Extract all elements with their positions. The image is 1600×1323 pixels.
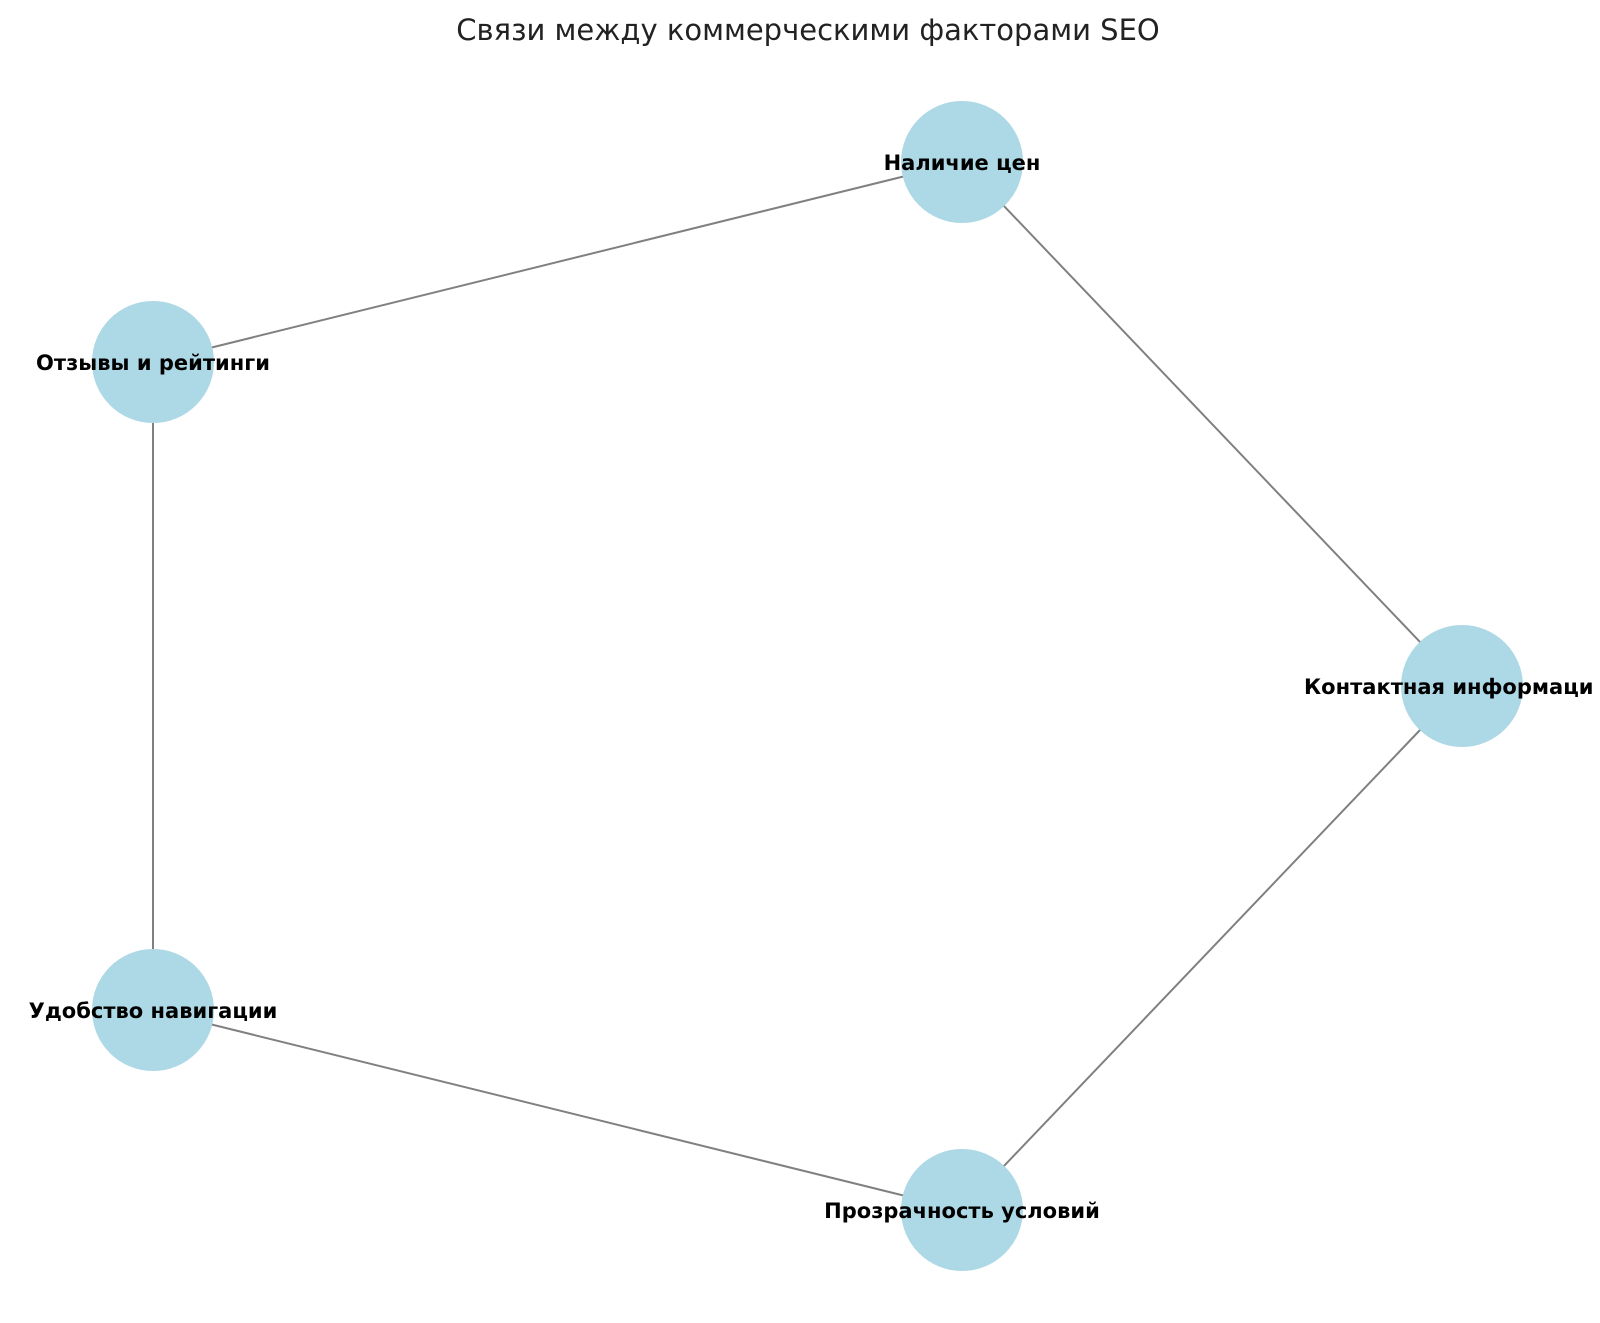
node-reviews (92, 301, 214, 423)
node-navigation (92, 949, 214, 1071)
node-contacts (1401, 625, 1523, 747)
node-label-navigation: Удобство навигации (29, 999, 278, 1023)
edge-prices-reviews (152, 161, 963, 363)
node-label-prices: Наличие цен (884, 151, 1041, 175)
node-prices (901, 101, 1023, 223)
labels-layer: Наличие цен Отзывы и рейтинги Контактная… (29, 151, 1594, 1223)
node-label-contacts: Контактная информаци (1304, 675, 1593, 699)
node-terms (901, 1149, 1023, 1271)
node-label-reviews: Отзывы и рейтинги (36, 351, 270, 375)
nodes-layer (92, 101, 1523, 1271)
edge-prices-contacts (961, 161, 1463, 687)
edges-layer (152, 161, 1463, 1211)
node-label-terms: Прозрачность условий (824, 1199, 1100, 1223)
diagram-title: Связи между коммерческими факторами SEO (456, 13, 1159, 47)
edge-contacts-terms (961, 685, 1463, 1211)
edge-navigation-terms (152, 1009, 963, 1211)
